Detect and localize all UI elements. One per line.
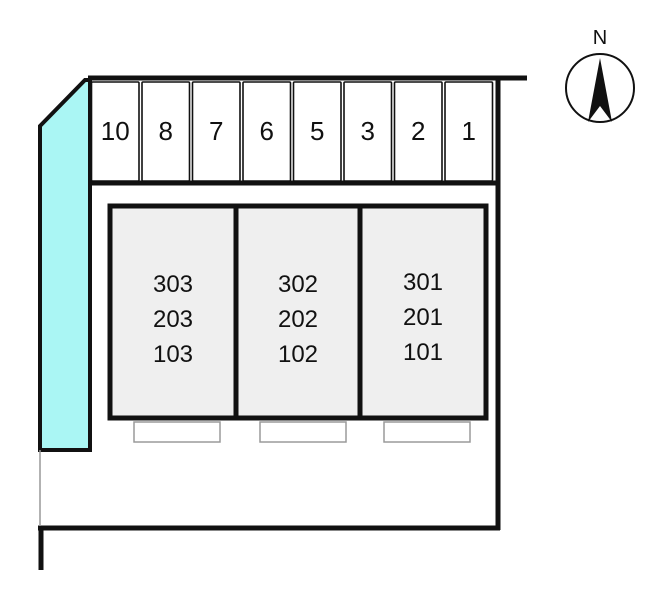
entrance-step	[259, 421, 347, 443]
building-block	[357, 203, 489, 421]
parking-stall-number: 6	[260, 116, 274, 146]
green-strip	[38, 78, 92, 452]
unit-number: 203	[153, 306, 193, 333]
parking-stall	[292, 81, 342, 182]
compass-north-label: N	[593, 27, 607, 49]
parking-stall	[343, 81, 393, 182]
unit-number: 302	[278, 271, 318, 298]
parking-stall-number: 3	[361, 116, 375, 146]
unit-number: 101	[403, 339, 443, 366]
buildings: 303 203 103 302 202 102 301 201 101	[107, 203, 489, 443]
parking-stall-number: 7	[209, 116, 223, 146]
parking-stall-number: 2	[411, 116, 425, 146]
unit-number: 303	[153, 271, 193, 298]
parking-stall	[141, 81, 191, 182]
parking-stall-number: 5	[310, 116, 324, 146]
parking-stall	[90, 81, 140, 182]
unit-number: 102	[278, 341, 318, 368]
parking-stall-number: 1	[462, 116, 476, 146]
unit-number: 201	[403, 304, 443, 331]
parking-row: 10 8 7 6 5 3 2 1	[90, 81, 494, 182]
parking-stall-number: 8	[159, 116, 173, 146]
parking-stall	[242, 81, 292, 182]
unit-number: 202	[278, 306, 318, 333]
parking-stall	[444, 81, 494, 182]
entrance-step	[133, 421, 221, 443]
parking-stall	[191, 81, 241, 182]
entrance-step	[383, 421, 471, 443]
parking-stall-number: 10	[101, 116, 130, 146]
unit-number: 301	[403, 269, 443, 296]
parking-stall	[393, 81, 443, 182]
compass: N	[565, 27, 635, 123]
north-arrow-icon	[588, 58, 612, 122]
unit-number: 103	[153, 341, 193, 368]
